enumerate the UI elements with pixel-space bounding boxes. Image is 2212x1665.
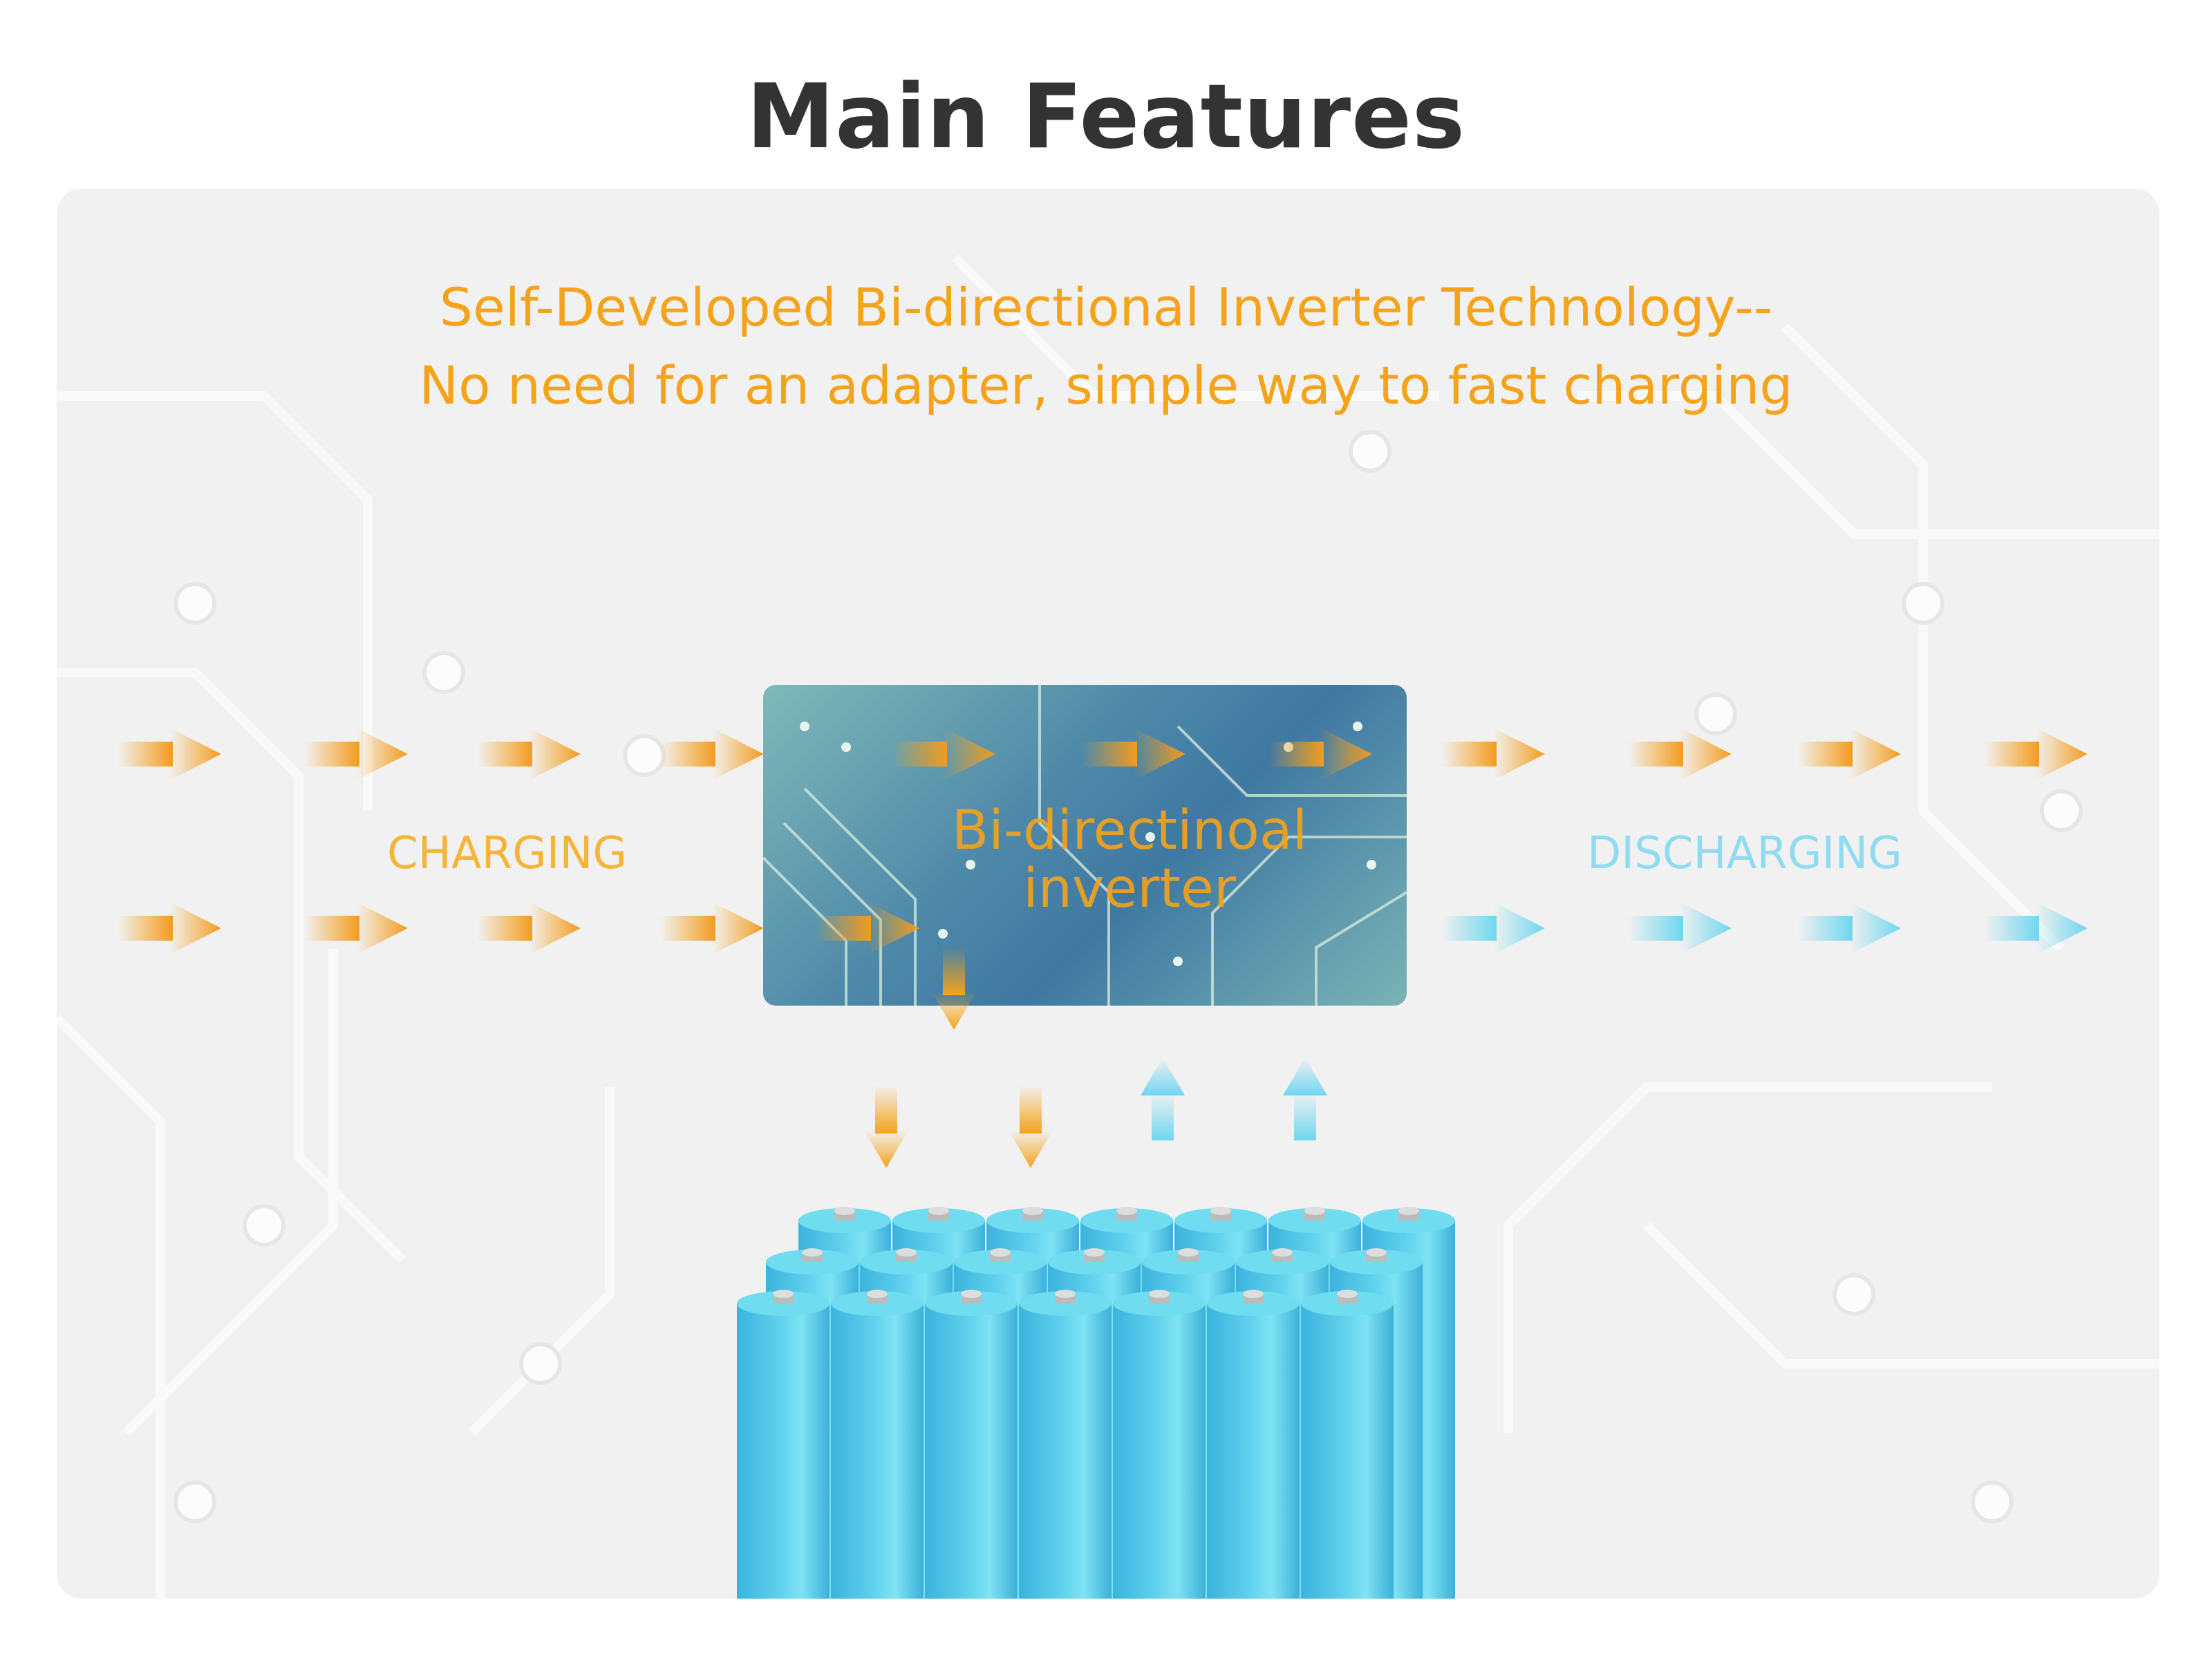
charging-label: CHARGING [387,828,627,879]
inverter-label-line-2: inverter [1023,858,1236,920]
up-arrows-from-battery [1141,1057,1327,1140]
subtitle-line-1: Self-Developed Bi-directional Inverter T… [439,276,1773,338]
inverter-label: Bi-directinoal inverter [763,802,1496,918]
circuit-board-background [57,254,2159,1599]
battery-pack [737,1207,1455,1599]
down-arrows-to-battery [864,947,1053,1168]
charging-arrows-bottom-row [118,902,919,954]
discharging-label: DISCHARGING [1587,828,1902,879]
inverter-circuit-pattern [763,685,1407,1006]
subtitle-line-2: No need for an adapter, simple way to fa… [419,355,1793,416]
discharging-arrows [1441,902,2088,954]
inverter-label-line-1: Bi-directinoal [951,800,1308,862]
page-title: Main Features [746,66,1466,169]
battery-row-front [737,1290,1394,1599]
charging-arrows-top-row [118,728,2088,780]
